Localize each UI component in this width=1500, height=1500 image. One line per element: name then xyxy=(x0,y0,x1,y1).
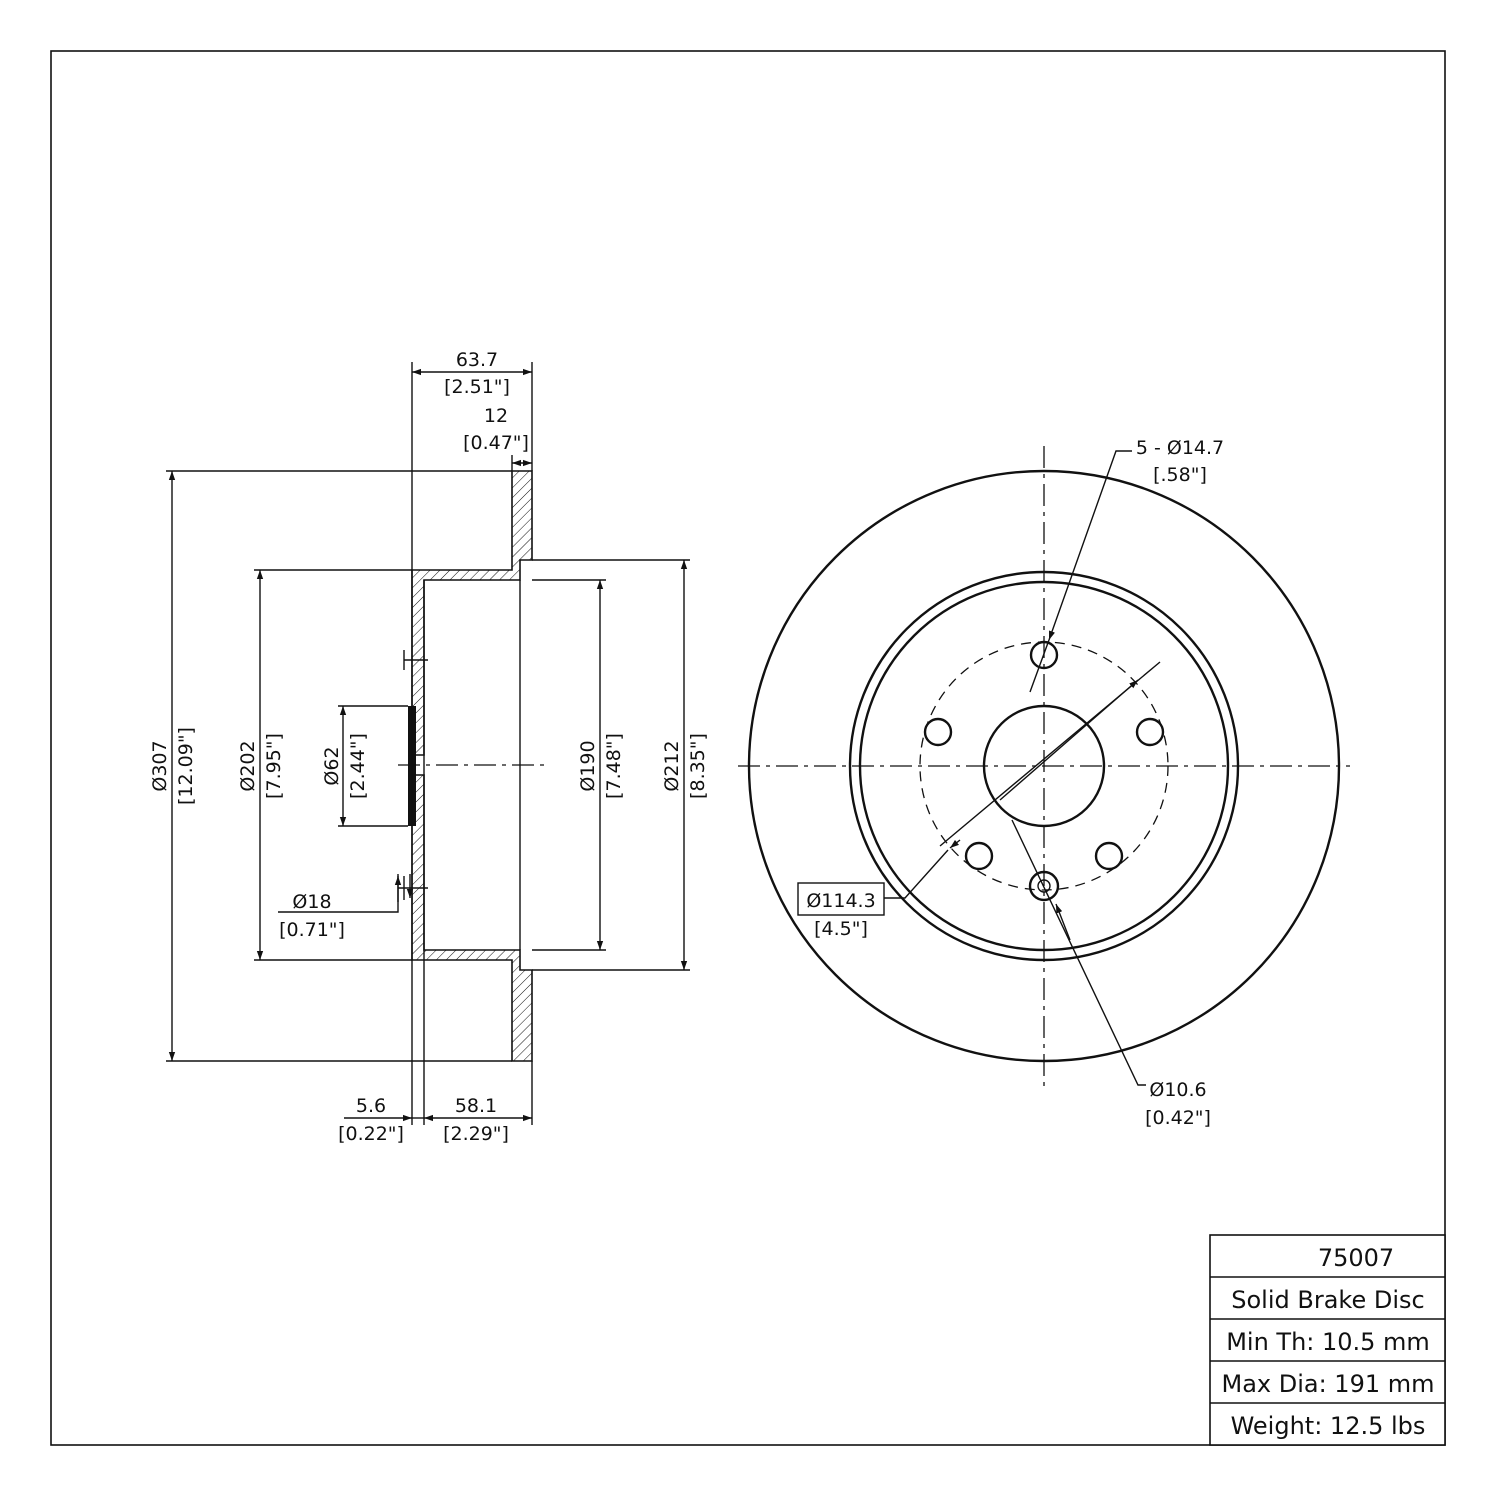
bolt-circle-box xyxy=(797,882,885,916)
bolt-holes-mm: 5 - Ø14.7 xyxy=(1136,437,1224,459)
front-view: 5 - Ø14.7 [.58"] Ø114.3 [4.5"] Ø10.6 [0.… xyxy=(738,437,1350,1129)
bolt-hole xyxy=(923,717,953,747)
hat-diameter-inch: [7.95"] xyxy=(263,733,285,799)
hat-diameter-mm: Ø202 xyxy=(237,740,259,791)
bolt-holes-inch: [.58"] xyxy=(1153,464,1207,486)
title-block: 75007 Solid Brake Disc Min Th: 10.5 mm M… xyxy=(1209,1234,1446,1446)
bolt-circle-mm: Ø114.3 xyxy=(806,890,875,912)
leader-bolt-holes-ext xyxy=(1029,639,1050,693)
hole-diameter-inch: [0.71"] xyxy=(279,919,345,941)
part-number: 75007 xyxy=(1318,1244,1394,1272)
center-bore-inch: [2.44"] xyxy=(347,733,369,799)
leader-bolt-circle xyxy=(884,849,949,899)
hat-depth-inch: [2.29"] xyxy=(443,1123,509,1145)
hat-wall-inch: [0.22"] xyxy=(338,1123,404,1145)
friction-inner-inch: [8.35"] xyxy=(687,733,709,799)
leader-small-hole xyxy=(1011,819,1146,1086)
drawing-frame xyxy=(50,50,1446,1446)
max-diameter: Max Dia: 191 mm xyxy=(1221,1370,1434,1398)
inner-diameter-mm: Ø190 xyxy=(577,740,599,791)
weight: Weight: 12.5 lbs xyxy=(1231,1412,1426,1440)
bolt-hole xyxy=(1094,841,1124,871)
section-upper xyxy=(411,470,533,756)
inner-diameter-inch: [7.48"] xyxy=(603,733,625,799)
side-section-view: 63.7 [2.51"] 12 [0.47"] Ø307 [12.09"] Ø2… xyxy=(149,349,709,1145)
bolt-hole xyxy=(964,841,994,871)
disc-thickness-inch: [0.47"] xyxy=(463,432,529,454)
disc-thickness-mm: 12 xyxy=(484,405,508,427)
hat-depth-mm: 58.1 xyxy=(455,1095,497,1117)
overall-depth-mm: 63.7 xyxy=(456,349,498,371)
small-hole-mm: Ø10.6 xyxy=(1149,1079,1206,1101)
part-description: Solid Brake Disc xyxy=(1231,1286,1424,1314)
overall-depth-inch: [2.51"] xyxy=(444,376,510,398)
small-hole-inch: [0.42"] xyxy=(1145,1107,1211,1129)
outer-diameter-inch: [12.09"] xyxy=(175,727,197,805)
min-thickness: Min Th: 10.5 mm xyxy=(1226,1328,1430,1356)
hole-diameter-mm: Ø18 xyxy=(292,891,331,913)
center-bore-mm: Ø62 xyxy=(321,746,343,785)
leader-bolt-holes xyxy=(1048,450,1132,641)
bolt-circle-inch: [4.5"] xyxy=(814,918,868,940)
bolt-hole xyxy=(1135,717,1165,747)
outer-diameter-mm: Ø307 xyxy=(149,740,171,791)
friction-inner-mm: Ø212 xyxy=(661,740,683,791)
hat-wall-mm: 5.6 xyxy=(356,1095,386,1117)
section-lower xyxy=(411,774,533,1062)
